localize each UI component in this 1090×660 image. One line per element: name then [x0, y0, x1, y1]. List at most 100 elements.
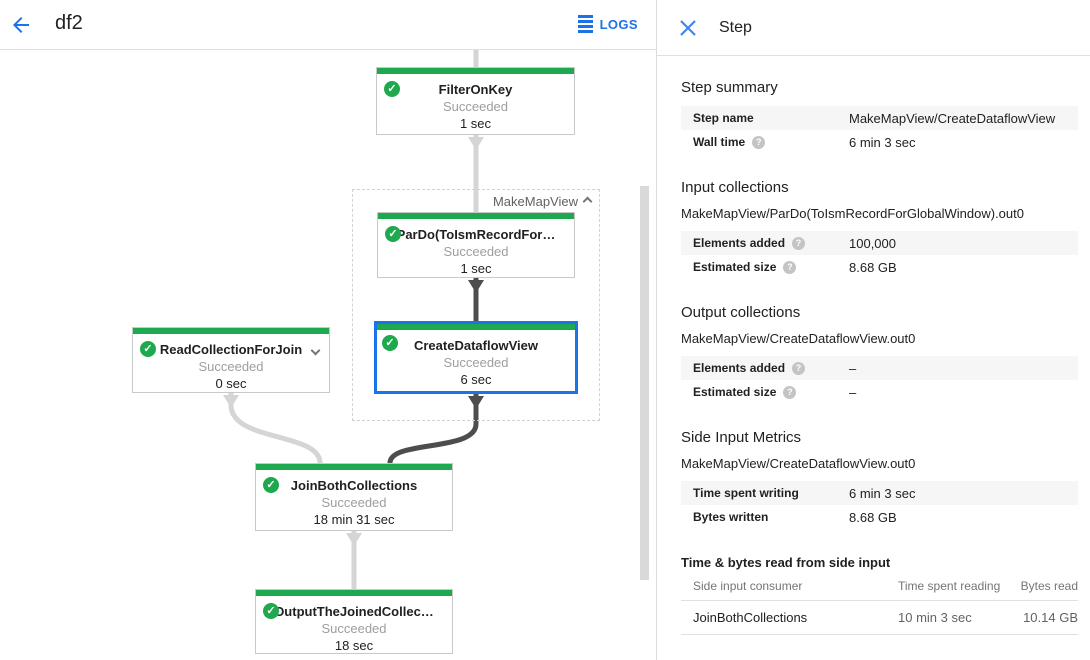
node-status-bar — [377, 324, 575, 330]
node-status-bar — [377, 68, 574, 74]
estimated-size-value: 8.68 GB — [849, 259, 897, 275]
time-spent-writing-value: 6 min 3 sec — [849, 485, 916, 501]
success-check-icon: ✓ — [385, 226, 401, 242]
node-status: Succeeded — [443, 244, 509, 259]
edge-arrowhead — [468, 396, 484, 409]
edge-arrowhead — [468, 137, 484, 150]
help-icon[interactable] — [792, 361, 806, 375]
group-label: MakeMapView — [492, 194, 578, 209]
col-header-consumer: Side input consumer — [693, 579, 803, 593]
panel-header: Step — [657, 0, 1090, 56]
node-title: ReadCollectionForJoin — [159, 342, 303, 357]
success-check-icon: ✓ — [382, 335, 398, 351]
node-time: 18 min 31 sec — [313, 512, 395, 527]
col-header-bytes: Bytes read — [1020, 579, 1078, 593]
help-icon[interactable] — [792, 236, 806, 250]
group-makemapview-header[interactable]: MakeMapView — [492, 194, 593, 209]
job-topbar: df2 LOGS — [0, 0, 656, 50]
elements-added-value: – — [849, 360, 857, 376]
step-detail-panel: Step Step summary Step name MakeMapView/… — [656, 0, 1090, 660]
panel-title: Step — [719, 18, 752, 36]
step-node-joinbothcollections[interactable]: ✓ JoinBothCollections Succeeded 18 min 3… — [255, 463, 453, 531]
node-status: Succeeded — [198, 359, 264, 374]
step-node-createdataflowview-selected[interactable]: ✓ CreateDataflowView Succeeded 6 sec — [374, 321, 578, 394]
estimated-size-label: Estimated size — [693, 260, 849, 274]
graph-scrollbar-thumb[interactable] — [640, 186, 649, 580]
edge-arrowhead — [468, 280, 484, 293]
cell-time: 10 min 3 sec — [898, 610, 972, 625]
job-title: df2 — [55, 12, 83, 34]
success-check-icon: ✓ — [263, 603, 279, 619]
node-time: 18 sec — [334, 638, 374, 653]
wall-time-value: 6 min 3 sec — [849, 134, 916, 150]
node-status-bar — [256, 464, 452, 470]
success-check-icon: ✓ — [263, 477, 279, 493]
elements-added-value: 100,000 — [849, 235, 896, 251]
node-status: Succeeded — [443, 355, 509, 370]
bytes-written-row: Bytes written 8.68 GB — [681, 505, 1078, 529]
step-node-outputthejoinedcollection[interactable]: ✓ OutputTheJoinedCollec… Succeeded 18 se… — [255, 589, 453, 654]
help-icon[interactable] — [783, 260, 797, 274]
collapse-chevron-up-icon[interactable] — [582, 196, 593, 207]
cell-bytes: 10.14 GB — [1023, 610, 1078, 625]
elements-added-row: Elements added 100,000 — [681, 231, 1078, 255]
elements-added-label: Elements added — [693, 236, 849, 250]
wall-time-label: Wall time — [693, 135, 849, 149]
col-header-time: Time spent reading — [898, 579, 1001, 593]
step-node-filteronkey[interactable]: ✓ FilterOnKey Succeeded 1 sec — [376, 67, 575, 135]
elements-added-row: Elements added – — [681, 356, 1078, 380]
edge-createdataflowview-join — [387, 394, 479, 464]
step-node-pardo-toismrecord[interactable]: ✓ ParDo(ToIsmRecordFor… Succeeded 1 sec — [377, 212, 575, 278]
node-status-bar — [378, 213, 574, 219]
step-node-readcollectionforjoin[interactable]: ✓ ReadCollectionForJoin Succeeded 0 sec — [132, 327, 330, 393]
input-collections-heading: Input collections — [681, 179, 789, 196]
step-name-row: Step name MakeMapView/CreateDataflowView — [681, 106, 1078, 130]
logs-button[interactable]: LOGS — [577, 15, 638, 33]
node-title: OutputTheJoinedCollec… — [274, 604, 434, 619]
side-input-table-title: Time & bytes read from side input — [681, 555, 891, 570]
step-name-label: Step name — [693, 111, 754, 125]
node-time: 0 sec — [215, 376, 247, 391]
expand-chevron-down-icon[interactable] — [310, 341, 321, 359]
side-input-table-row: JoinBothCollections 10 min 3 sec 10.14 G… — [681, 601, 1078, 635]
bytes-written-label: Bytes written — [693, 510, 769, 524]
panel-content: Step summary Step name MakeMapView/Creat… — [657, 79, 1090, 635]
node-title: CreateDataflowView — [413, 338, 539, 353]
help-icon[interactable] — [783, 385, 797, 399]
cell-consumer: JoinBothCollections — [693, 610, 808, 625]
back-arrow-icon[interactable] — [8, 13, 34, 37]
bytes-written-value: 8.68 GB — [849, 509, 897, 525]
elements-added-label: Elements added — [693, 361, 849, 375]
output-collection-name: MakeMapView/CreateDataflowView.out0 — [681, 331, 916, 346]
input-collection-name: MakeMapView/ParDo(ToIsmRecordForGlobalWi… — [681, 206, 1024, 221]
group-makemapview: MakeMapView — [352, 189, 600, 421]
wall-time-row: Wall time 6 min 3 sec — [681, 130, 1078, 154]
node-status: Succeeded — [442, 99, 509, 114]
node-time: 6 sec — [460, 372, 492, 387]
logs-list-icon — [577, 15, 593, 33]
logs-button-label: LOGS — [599, 16, 638, 32]
node-title: ParDo(ToIsmRecordFor… — [396, 227, 556, 242]
node-status-bar — [133, 328, 329, 334]
side-input-collection-name: MakeMapView/CreateDataflowView.out0 — [681, 456, 916, 471]
estimated-size-row: Estimated size – — [681, 380, 1078, 404]
graph-edges — [223, 50, 484, 589]
edge-readcollection-join — [228, 393, 323, 464]
node-status: Succeeded — [321, 495, 387, 510]
node-title: JoinBothCollections — [290, 478, 418, 493]
time-spent-writing-label: Time spent writing — [693, 486, 799, 500]
success-check-icon: ✓ — [140, 341, 156, 357]
close-icon[interactable] — [679, 19, 697, 37]
time-spent-writing-row: Time spent writing 6 min 3 sec — [681, 481, 1078, 505]
estimated-size-row: Estimated size 8.68 GB — [681, 255, 1078, 279]
side-input-metrics-heading: Side Input Metrics — [681, 429, 802, 446]
node-time: 1 sec — [459, 116, 492, 131]
side-input-table: Side input consumer Time spent reading B… — [681, 572, 1078, 635]
node-status: Succeeded — [321, 621, 387, 636]
node-time: 1 sec — [460, 261, 492, 276]
job-graph-canvas[interactable]: MakeMapView ✓ FilterOnKey Succeeded 1 se… — [0, 50, 656, 660]
estimated-size-value: – — [849, 384, 857, 400]
help-icon[interactable] — [752, 135, 766, 149]
edge-arrowhead — [223, 395, 239, 408]
success-check-icon: ✓ — [384, 81, 400, 97]
